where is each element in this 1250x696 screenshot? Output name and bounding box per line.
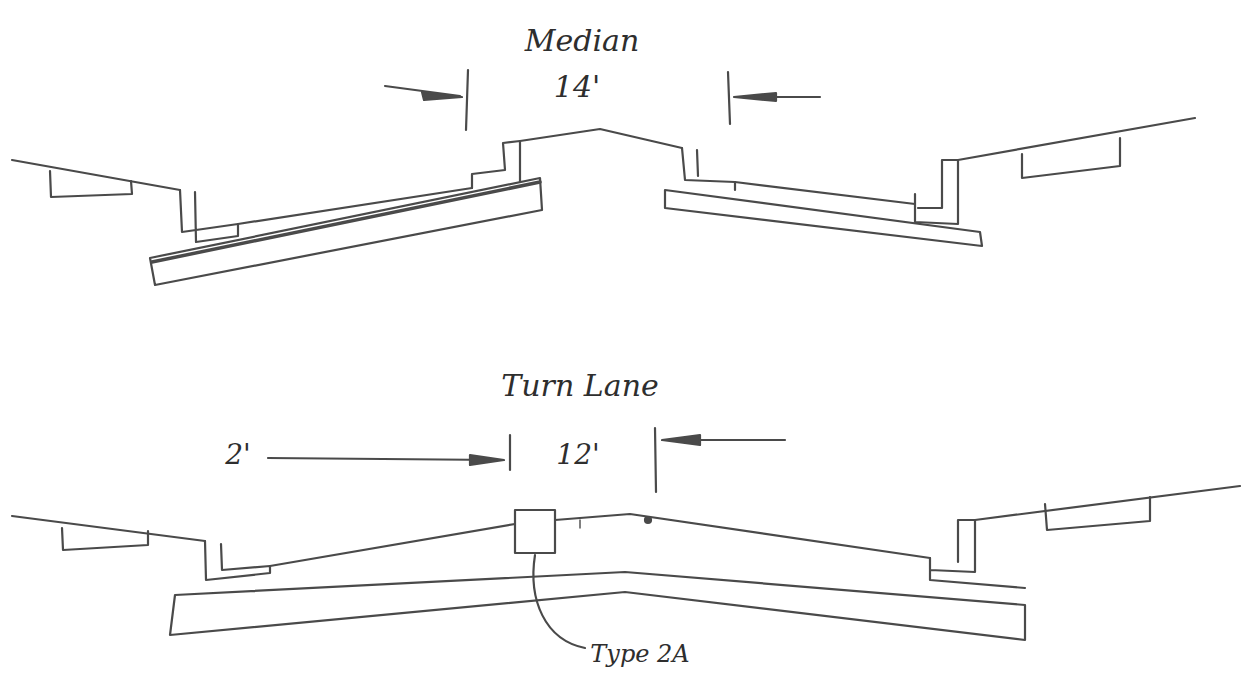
type-2a-marker <box>515 510 555 553</box>
sidewalk-slab <box>1022 138 1120 178</box>
curb-gutter <box>930 520 1025 588</box>
median-curb <box>472 141 520 188</box>
dimension-label: 14' <box>551 70 603 103</box>
sidewalk-slab <box>50 171 132 197</box>
ground-line <box>958 118 1195 160</box>
dimension-arrow <box>268 458 498 460</box>
pavement-slab <box>150 178 542 285</box>
median-section <box>12 70 1195 285</box>
arrow-head <box>662 435 700 445</box>
pavement-slab <box>152 182 540 262</box>
dimension-label: 2' <box>222 440 254 471</box>
sidewalk-slab <box>62 528 148 550</box>
arrow-head <box>470 455 504 465</box>
pavement-slab <box>665 190 982 246</box>
callout-label: Type 2A <box>587 641 692 667</box>
crown-tick <box>579 520 580 528</box>
pavement-surface <box>270 514 930 566</box>
pavement-surface <box>735 182 915 204</box>
dimension-tick <box>509 435 511 470</box>
dimension-tick <box>655 428 656 492</box>
turn-lane-section <box>12 428 1240 648</box>
curb-gutter <box>915 160 958 224</box>
leader-line <box>533 555 585 648</box>
dimension-label: 12' <box>553 440 602 471</box>
arrow-head <box>734 93 776 101</box>
dimension-tick <box>728 72 730 124</box>
curb-gutter <box>180 190 238 242</box>
section-title: Turn Lane <box>498 369 661 402</box>
ground-line <box>12 160 180 190</box>
ground-line <box>12 516 205 541</box>
median-curb <box>682 148 735 190</box>
arrow-head <box>422 92 462 100</box>
curb-gutter <box>205 541 270 580</box>
pavement-slab <box>170 572 1025 640</box>
dimension-tick <box>466 70 468 130</box>
median-surface <box>520 129 682 148</box>
section-title: Median <box>522 24 642 57</box>
ground-line <box>975 486 1240 520</box>
sidewalk-slab <box>1045 497 1150 530</box>
crown-point <box>645 517 651 523</box>
